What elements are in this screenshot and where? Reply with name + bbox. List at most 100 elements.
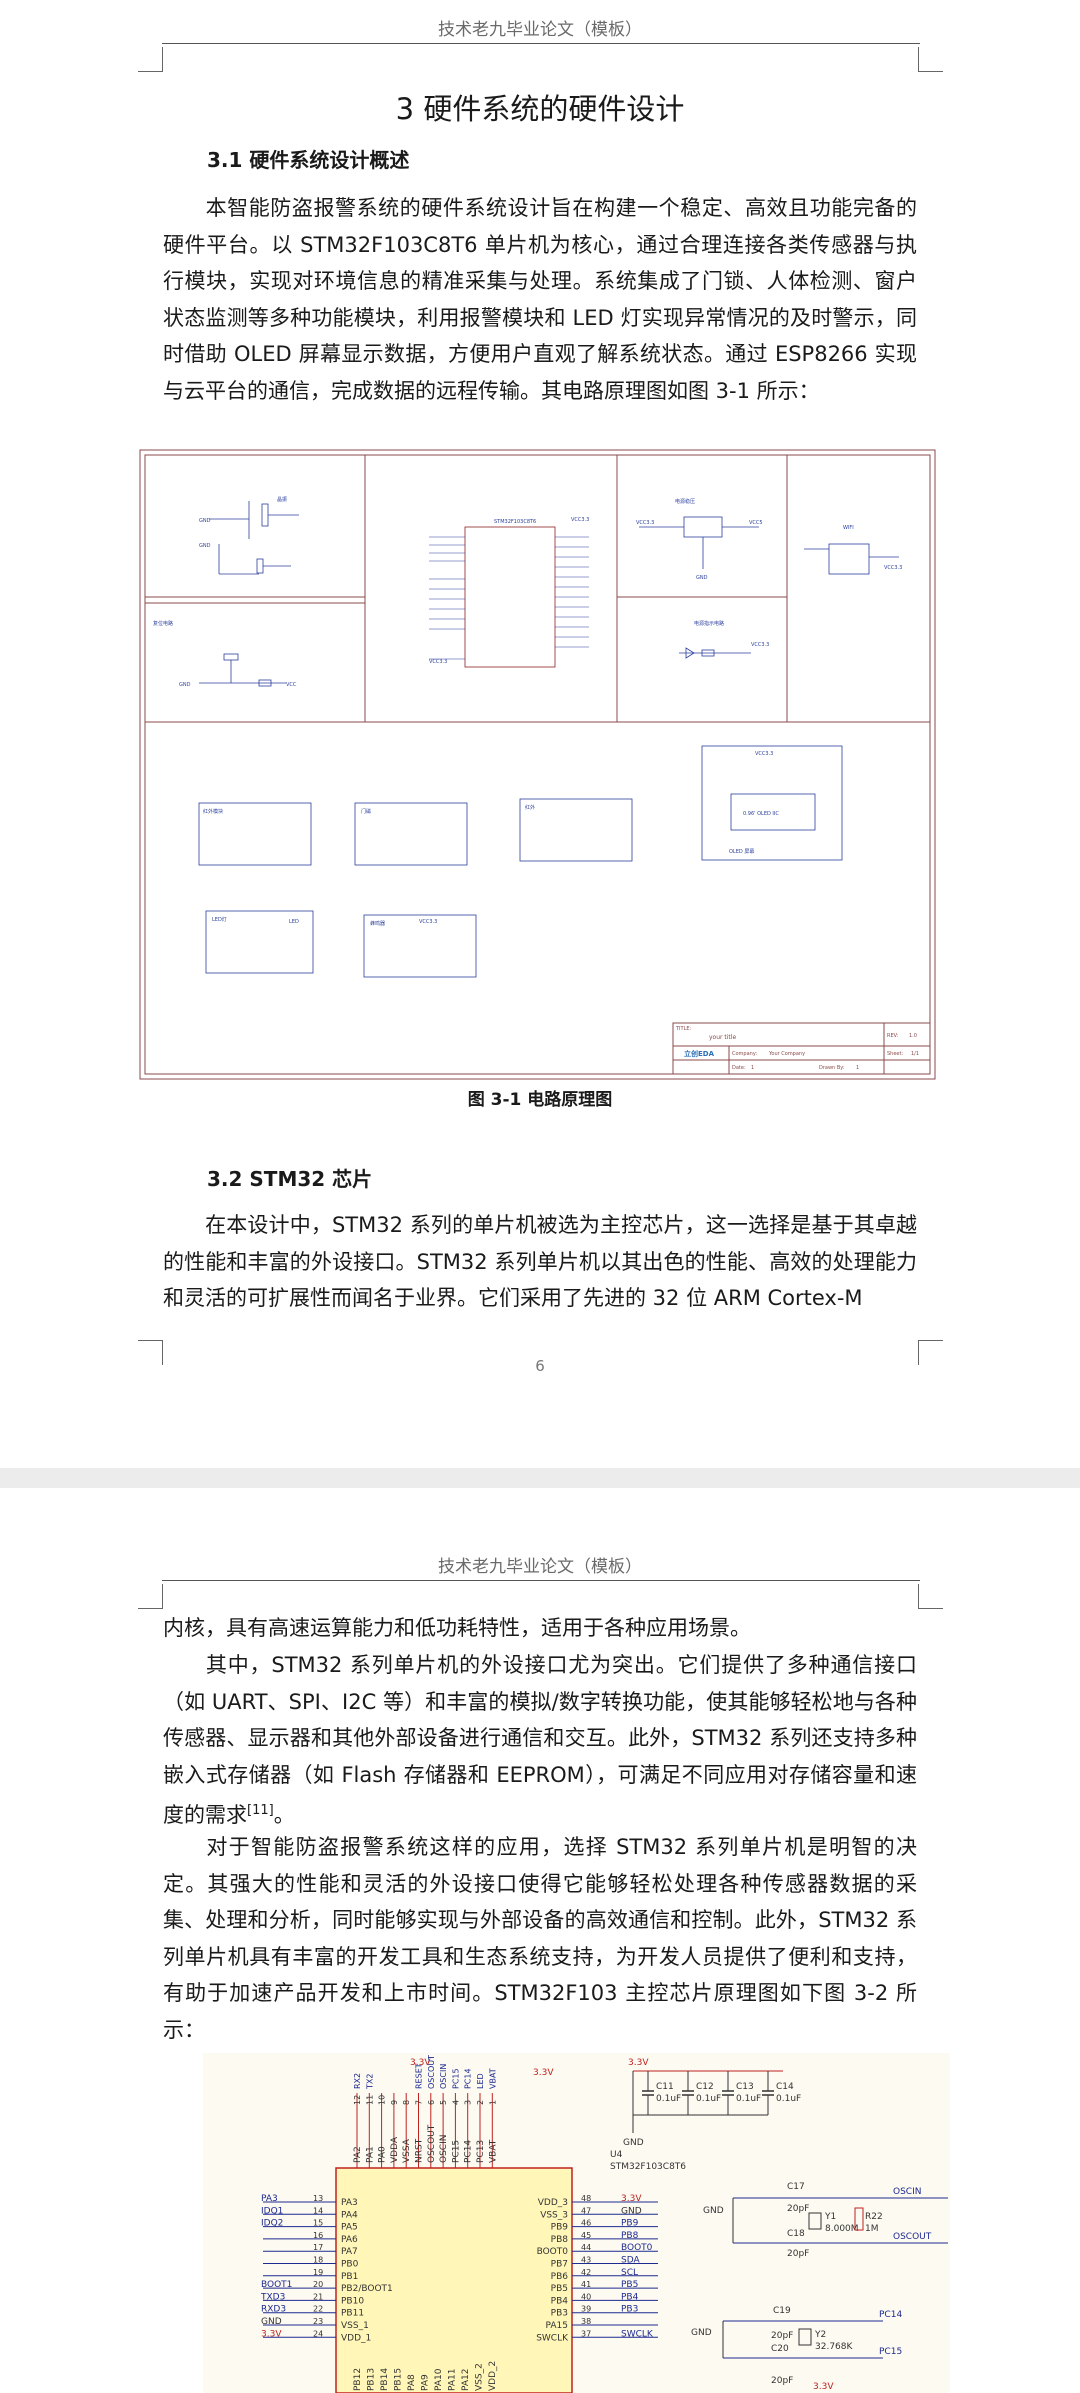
left-pin-number: 13	[313, 2194, 323, 2203]
eda-logo: 立创EDA	[684, 1049, 715, 1058]
right-net-label: SWCLK	[621, 2329, 654, 2339]
top-pin-number: 3	[464, 2100, 473, 2105]
bottom-pin-name: PA10	[434, 2368, 444, 2391]
margin-corner-mark	[918, 47, 943, 72]
svg-text:1: 1	[856, 1065, 859, 1071]
power-led-block	[616, 596, 788, 723]
chip-name: STM32F103C8T6	[610, 2162, 686, 2172]
top-pin-number: 5	[439, 2100, 448, 2105]
top-pin-number: 7	[415, 2100, 424, 2105]
bottom-pin-name: PB14	[380, 2368, 390, 2391]
right-pin-name: PB4	[551, 2296, 569, 2306]
svg-text:GND: GND	[179, 682, 191, 688]
top-pin-name: PA0	[378, 2146, 388, 2163]
svg-text:VCC3.3: VCC3.3	[751, 642, 769, 648]
infrared-module-box	[198, 802, 312, 866]
left-net-label: RXD3	[261, 2305, 286, 2315]
right-pin-name: PB7	[551, 2260, 568, 2270]
right-net-label: PB3	[621, 2305, 638, 2315]
cap-value: 20pF	[771, 2331, 793, 2341]
crystal-value: 8.000M	[825, 2224, 859, 2234]
left-pin-number: 16	[313, 2231, 323, 2240]
mcu-label: STM32F103C8T6	[494, 519, 536, 525]
left-pin-number: 24	[313, 2329, 323, 2338]
mcu-symbol	[464, 526, 556, 668]
paragraph-choice: 对于智能防盗报警系统这样的应用，选择 STM32 系列单片机是明智的决定。其强大…	[163, 1835, 917, 2042]
top-pin-name: OSCOUT	[427, 2124, 437, 2163]
left-net-label: IDQ1	[261, 2206, 283, 2216]
paragraph-text: 在本设计中，STM32 系列的单片机被选为主控芯片，这一选择是基于其卓越的性能和…	[163, 1213, 917, 1310]
left-pin-number: 19	[313, 2268, 323, 2277]
left-pin-number: 21	[313, 2292, 323, 2301]
section-heading-3-2: 3.2 STM32 芯片	[207, 1167, 373, 1191]
top-pin-number: 11	[365, 2095, 374, 2105]
buzzer-module-box	[363, 914, 477, 978]
bottom-pin-name: PB12	[353, 2368, 363, 2391]
ground-label: GND	[691, 2328, 712, 2338]
cap-ref: C19	[773, 2306, 791, 2316]
top-pin-number: 6	[427, 2100, 436, 2105]
svg-text:VCC3.3: VCC3.3	[636, 520, 654, 526]
right-pin-number: 38	[581, 2317, 591, 2326]
left-pin-name: PA7	[341, 2247, 358, 2257]
right-net-label: PB4	[621, 2292, 639, 2302]
left-pin-name: PB0	[341, 2260, 359, 2270]
left-pin-number: 20	[313, 2280, 323, 2289]
top-pin-number: 12	[353, 2095, 362, 2105]
left-net-label: GND	[261, 2317, 282, 2327]
header-rule	[162, 43, 920, 44]
right-pin-number: 45	[581, 2231, 591, 2240]
right-pin-number: 46	[581, 2219, 591, 2228]
paragraph-overview: 本智能防盗报警系统的硬件系统设计旨在构建一个稳定、高效且功能完备的硬件平台。以 …	[163, 190, 917, 409]
page-header: 技术老九毕业论文（模板）	[438, 1557, 642, 1577]
paragraph-continuation: 内核，具有高速运算能力和低功耗特性，适用于各种应用场景。	[163, 1616, 751, 1640]
svg-text:OLED 屏幕: OLED 屏幕	[729, 848, 754, 855]
power-label: 3.3V	[813, 2382, 834, 2392]
left-pin-number: 23	[313, 2317, 323, 2326]
power-label: 3.3V	[533, 2068, 554, 2078]
left-net-label: IDQ2	[261, 2219, 283, 2229]
ground-label: GND	[623, 2138, 644, 2148]
power-label: 3.3V	[410, 2058, 431, 2068]
svg-text:LED: LED	[289, 919, 299, 925]
right-pin-number: 39	[581, 2305, 591, 2314]
document-page-2: 技术老九毕业论文（模板） 内核，具有高速运算能力和低功耗特性，适用于各种应用场景…	[0, 1488, 1080, 2393]
left-pin-number: 22	[313, 2305, 323, 2314]
cap-ref: C12	[696, 2082, 714, 2092]
left-pin-number: 15	[313, 2219, 323, 2228]
oled-module-box	[701, 745, 843, 861]
svg-text:VCC3.3: VCC3.3	[884, 565, 902, 571]
crystal-y2	[798, 2328, 812, 2346]
left-pin-name: VDD_1	[341, 2333, 371, 2343]
svg-text:门磁: 门磁	[361, 808, 371, 815]
resistor-ref: R22	[865, 2212, 883, 2222]
top-net-label: LED	[476, 2073, 485, 2089]
right-pin-number: 48	[581, 2194, 591, 2203]
net-label-pc15: PC15	[879, 2347, 902, 2357]
cap-value: 0.1uF	[776, 2094, 801, 2104]
svg-text:VCC3.3: VCC3.3	[429, 659, 447, 665]
bottom-pin-name: PB13	[367, 2368, 377, 2391]
header-rule	[162, 1580, 920, 1581]
net-label-pc14: PC14	[879, 2310, 902, 2320]
left-pin-name: PA6	[341, 2235, 358, 2245]
right-pin-name: PA15	[546, 2321, 568, 2331]
cap-value: 20pF	[771, 2376, 793, 2386]
top-pin-name: PC13	[476, 2140, 486, 2163]
svg-text:VCC3.3: VCC3.3	[419, 919, 437, 925]
top-pin-name: PA1	[365, 2146, 375, 2163]
margin-corner-mark	[918, 1584, 943, 1609]
right-net-label: BOOT0	[621, 2243, 653, 2253]
left-pin-name: PA4	[341, 2210, 358, 2220]
chapter-title: 3 硬件系统的硬件设计	[395, 92, 685, 126]
right-net-label: GND	[621, 2206, 642, 2216]
margin-corner-mark	[138, 1340, 163, 1365]
right-net-label: PB9	[621, 2219, 639, 2229]
bottom-pin-name: PA9	[421, 2374, 431, 2391]
circuit-schematic-figure: 晶振 GND GND 复位电路 GND VCC	[139, 449, 936, 1080]
net-label-oscin: OSCIN	[893, 2187, 921, 2197]
svg-text:GND: GND	[199, 518, 211, 524]
left-pin-number: 14	[313, 2206, 323, 2215]
resistor-value: 1M	[865, 2224, 879, 2234]
cap-ref: C13	[736, 2082, 754, 2092]
